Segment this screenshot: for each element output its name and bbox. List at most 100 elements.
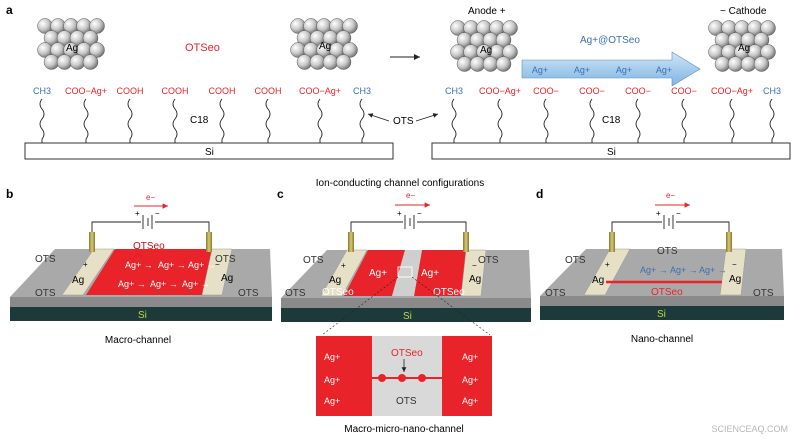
surface-group: CH3 [445, 86, 463, 96]
electrode-minus: − [732, 260, 737, 269]
probe-left [89, 232, 95, 252]
alkyl-chain [265, 98, 271, 143]
si-label: Si [205, 147, 214, 158]
silver-atom [342, 18, 358, 34]
alkyl-chain [497, 98, 503, 143]
probe-left [609, 232, 615, 252]
polarity-minus: − [155, 209, 160, 218]
alkyl-chain [219, 98, 225, 143]
polarity-plus: + [656, 209, 661, 218]
electrode-plus: + [341, 261, 346, 270]
ots-label: OTS [285, 288, 306, 299]
alkyl-chain [172, 98, 178, 143]
cluster-ag-label: Ag [319, 41, 331, 52]
ion-label: Ag+ → [670, 265, 698, 275]
arrow-ion: Ag+ [656, 65, 672, 75]
ions-d: Ag+ →Ag+ →Ag+ → [640, 265, 727, 275]
ion-flow-arrow [521, 51, 701, 87]
alkyl-chain [127, 98, 133, 143]
surface-group: COOH [255, 86, 282, 96]
silver-atom [82, 30, 99, 46]
ots-pointer-left [367, 113, 390, 122]
electrode-label: Ag [221, 273, 233, 284]
ions-b: Ag+ →Ag+ →Ag+ →Ag+ →Ag+ →Ag+ → [118, 260, 216, 289]
surface-group: COOH [209, 86, 236, 96]
ag-electrode-right [460, 249, 487, 297]
chip-b [10, 248, 272, 321]
si-label: Si [138, 310, 147, 321]
surface-group: COOH [162, 86, 189, 96]
cathode-label: − Cathode [720, 6, 767, 17]
caption-d: Nano-channel [631, 334, 693, 345]
silver-atom [335, 30, 352, 46]
circuit-c [350, 215, 467, 236]
ion-label: Ag+ → [158, 260, 186, 270]
silver-atom [82, 54, 99, 70]
panel-c-letter: c [277, 187, 284, 201]
surface-group: COO− [625, 86, 651, 96]
ion-label: Ag+ → [118, 279, 146, 289]
polarity-minus: − [417, 209, 422, 218]
caption-b: Macro-channel [105, 335, 171, 346]
arrow-ion: Ag+ [532, 65, 548, 75]
alkyl-chain [39, 98, 45, 143]
alkyl-chain [451, 98, 457, 143]
ots-label: OTS [393, 116, 414, 127]
silver-atom [760, 20, 776, 36]
surface-group: COO−Ag+ [479, 86, 521, 96]
silver-atom [502, 20, 518, 36]
ots-label: OTS [303, 255, 324, 266]
ag-electrode-left [583, 248, 631, 296]
anode-label: Anode + [468, 6, 506, 17]
zoom-box [397, 266, 413, 278]
electrode-minus: − [472, 261, 477, 270]
inset [316, 336, 492, 416]
surface-group: COO−Ag+ [65, 86, 107, 96]
cluster-ag-label: Ag [738, 43, 750, 54]
silver-cluster-left [37, 18, 105, 70]
surface-group: COO− [533, 86, 559, 96]
si-substrate-left [24, 142, 394, 160]
polarity-plus: + [397, 209, 402, 218]
caption-middle: Ion-conducting channel configurations [316, 178, 484, 189]
electrode-label: Ag [592, 275, 604, 286]
electron-label: e− [146, 193, 155, 202]
silver-atom [502, 44, 518, 60]
zoom-line [411, 276, 491, 336]
electrode-plus: + [605, 260, 610, 269]
otseo-title: OTSeo [185, 42, 220, 54]
inset-ion: Ag+ [462, 375, 478, 385]
inset-ion: Ag+ [324, 375, 340, 385]
panel-b-letter: b [6, 187, 13, 201]
alkyl-chain [589, 98, 595, 143]
inset-ion: Ag+ [324, 352, 340, 362]
inset-ion: Ag+ [324, 396, 340, 406]
alkyl-chain [769, 98, 775, 143]
electrode-minus: − [215, 260, 220, 269]
surface-group: COO−Ag+ [299, 86, 341, 96]
ion-label: Ag+ → [150, 279, 178, 289]
alkyl-chain [543, 98, 549, 143]
arrow-ions: Ag+Ag+Ag+Ag+ [532, 65, 672, 75]
si-label: Si [657, 309, 666, 320]
silver-atom [495, 56, 512, 72]
ag-electrode-left [320, 249, 368, 297]
silver-cluster-anode [450, 20, 518, 72]
silver-atom [753, 32, 770, 48]
polarity-plus: + [135, 209, 140, 218]
electrode-label: Ag [329, 275, 341, 286]
circuit-d [611, 215, 730, 236]
ots-label: OTS [35, 254, 56, 265]
electron-label: e− [406, 191, 415, 200]
alkyl-chain [729, 98, 735, 143]
alkyl-chain [317, 98, 323, 143]
arrow-ion: Ag+ [616, 65, 632, 75]
ots-label: OTS [35, 288, 56, 299]
alkyl-chains-right [451, 98, 775, 143]
polarity-minus: − [676, 209, 681, 218]
cluster-ag-label: Ag [480, 45, 492, 56]
ots-label: OTS [215, 254, 236, 265]
